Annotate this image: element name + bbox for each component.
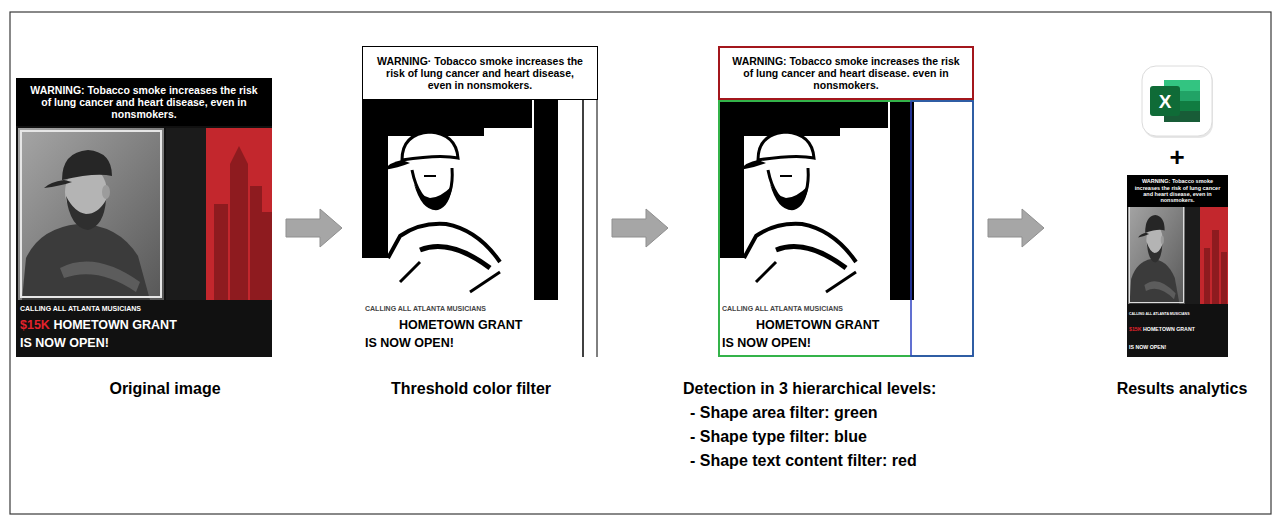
- filter-bullet: - Shape area filter: green: [690, 403, 878, 422]
- excel-letter-tile: X: [1150, 86, 1180, 116]
- building-spire: [230, 146, 248, 164]
- warning-text: WARNING: Tobacco smoke increases the ris…: [1131, 178, 1224, 203]
- poster-ground: [718, 46, 974, 357]
- threshold-poster: CALLING ALL ATLANTA MUSICIANS HOMETOWN GR…: [362, 46, 598, 357]
- filter-bullet: - Shape text content filter: red: [690, 451, 917, 470]
- man-figure: [1130, 215, 1180, 304]
- warning-text: WARNING· Tobacco smoke increases the ris…: [373, 55, 587, 91]
- excel-icon: [1142, 66, 1213, 138]
- poster-tagline: CALLING ALL ATLANTA MUSICIANS: [365, 305, 530, 314]
- stage-caption: Original image: [109, 379, 220, 398]
- building: [230, 164, 248, 300]
- result-poster: CALLING ALL ATLANTA MUSICIANS$15KHOMETOW…: [1127, 175, 1228, 357]
- threshold-poster-art: [362, 46, 598, 357]
- building: [262, 212, 272, 300]
- poster-headline: HOMETOWN GRANT IS NOW OPEN!: [365, 315, 530, 351]
- poster-headline: $15KHOMETOWN GRANT IS NOW OPEN!: [20, 315, 185, 351]
- building: [1212, 230, 1219, 304]
- detection-poster: CALLING ALL ATLANTA MUSICIANS HOMETOWN GR…: [718, 46, 974, 357]
- warning-box: WARNING: Tobacco smoke increases the ris…: [16, 78, 272, 126]
- photo: [18, 128, 164, 300]
- poster-headline-text: $15K: [20, 318, 50, 332]
- detection-poster-art: [718, 46, 974, 357]
- warning-text: WARNING: Tobacco smoke increases the ris…: [730, 55, 962, 91]
- threshold-line: [582, 100, 584, 357]
- poster-headline: $15KHOMETOWN GRANT IS NOW OPEN!: [1129, 317, 1199, 353]
- warning-box: WARNING: Tobacco smoke increases the ris…: [1127, 175, 1228, 207]
- flow-arrow: [612, 209, 668, 247]
- red-column: [1200, 202, 1228, 304]
- building: [250, 186, 262, 300]
- poster-text-block: CALLING ALL ATLANTA MUSICIANS HOMETOWN GR…: [722, 305, 887, 351]
- stage-caption: Results analytics: [1117, 379, 1248, 398]
- poster-tagline: CALLING ALL ATLANTA MUSICIANS: [722, 305, 887, 314]
- original-poster-art: [16, 78, 272, 357]
- poster-headline-text: HOMETOWN GRANT IS NOW OPEN!: [722, 318, 879, 350]
- area-filter-outline: [719, 101, 973, 356]
- poster-tagline: CALLING ALL ATLANTA MUSICIANS: [20, 305, 185, 314]
- poster-headline-text: HOMETOWN GRANT IS NOW OPEN!: [365, 318, 522, 350]
- flow-arrow: [988, 209, 1044, 247]
- poster-text-block: CALLING ALL ATLANTA MUSICIANS$15KHOMETOW…: [20, 305, 185, 351]
- threshold-shapes: [718, 100, 914, 300]
- poster-ground: [16, 78, 272, 357]
- plus-sign: +: [1169, 144, 1184, 170]
- threshold-shapes: [362, 100, 558, 300]
- flow-arrow: [286, 209, 342, 247]
- photo-frame: [21, 131, 161, 297]
- photo: [1128, 202, 1185, 304]
- icon-tile: [1142, 66, 1212, 136]
- building: [1204, 248, 1210, 304]
- building: [1221, 252, 1227, 304]
- building: [214, 204, 228, 300]
- dark-column: [166, 128, 206, 300]
- poster-text-block: CALLING ALL ATLANTA MUSICIANS$15KHOMETOW…: [1129, 312, 1199, 353]
- warning-box: WARNING· Tobacco smoke increases the ris…: [362, 46, 598, 100]
- photo-frame: [1130, 204, 1184, 303]
- poster-tagline: CALLING ALL ATLANTA MUSICIANS: [1129, 312, 1199, 316]
- threshold-line: [597, 100, 598, 357]
- man-figure: [22, 150, 150, 300]
- poster-headline-text: $15K: [1129, 326, 1142, 332]
- red-column: [206, 128, 272, 300]
- stage-caption: Detection in 3 hierarchical levels:: [683, 379, 936, 398]
- stage-caption: Threshold color filter: [391, 379, 551, 398]
- filter-bullet: - Shape type filter: blue: [690, 427, 867, 446]
- dark-column: [1185, 202, 1200, 304]
- poster-ground: [1127, 175, 1228, 357]
- original-poster: CALLING ALL ATLANTA MUSICIANS$15KHOMETOW…: [16, 78, 272, 357]
- poster-headline: HOMETOWN GRANT IS NOW OPEN!: [722, 315, 887, 351]
- poster-text-block: CALLING ALL ATLANTA MUSICIANS HOMETOWN GR…: [365, 305, 530, 351]
- outer-frame: [10, 12, 1271, 514]
- icon-letter: X: [1159, 92, 1172, 111]
- result-poster-art: [1127, 175, 1228, 357]
- text-filter-box: WARNING: Tobacco smoke increases the ris…: [718, 46, 974, 100]
- poster-ground: [362, 46, 598, 357]
- warning-text: WARNING: Tobacco smoke increases the ris…: [26, 84, 262, 120]
- type-filter-outline: [911, 101, 973, 356]
